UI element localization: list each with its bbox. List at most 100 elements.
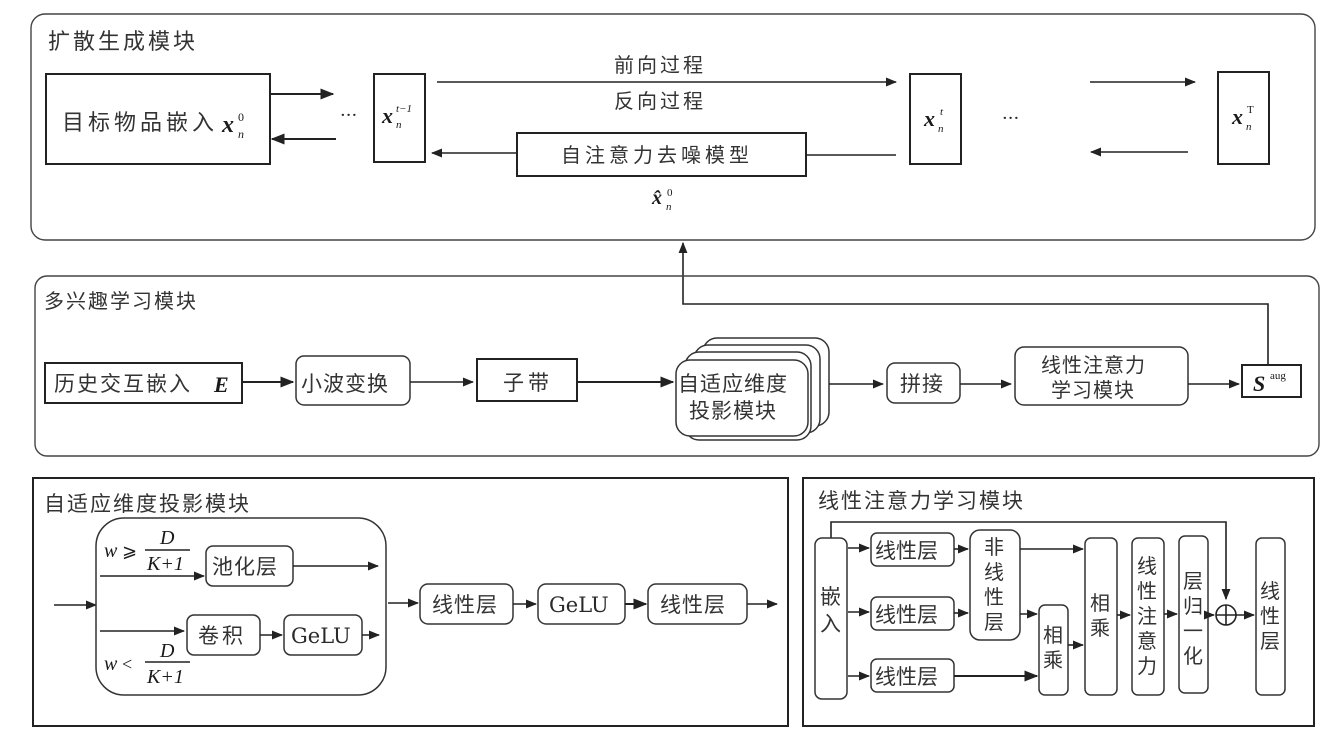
nonlinear-layer-box: 非 线 性 层 — [969, 529, 1021, 641]
svg-text:GeLU: GeLU — [291, 624, 351, 648]
reverse-process-label: 反向过程 — [614, 89, 706, 113]
target-embedding-label: 目标物品嵌入 — [62, 111, 218, 136]
svg-text:n: n — [238, 127, 244, 141]
x-T-box: x n T — [1217, 71, 1270, 165]
linear-attention-module-title: 线性注意力学习模块 — [818, 489, 1025, 513]
multi-interest-module: 多兴趣学习模块 历史交互嵌入 E 小波变换 子带 自适应维度 投影模块 — [34, 275, 1320, 457]
svg-text:0: 0 — [238, 110, 244, 124]
svg-text:T: T — [1247, 104, 1254, 116]
svg-text:t−1: t−1 — [396, 103, 412, 115]
condition-lt: w < D K+1 — [104, 640, 190, 688]
condition-ge: w ⩾ D K+1 — [104, 527, 190, 575]
svg-text:相: 相 — [1043, 623, 1063, 647]
svg-text:线性层: 线性层 — [875, 539, 938, 563]
svg-text:化: 化 — [1183, 644, 1203, 668]
x-hat-label: x̂ n 0 — [651, 187, 673, 213]
diffusion-module-title: 扩散生成模块 — [48, 30, 198, 55]
linear-attention-module-frame — [802, 477, 1315, 727]
linear-layer-a-box: 线性层 — [870, 532, 955, 567]
svg-text:性: 性 — [1137, 579, 1157, 603]
svg-text:学习模块: 学习模块 — [1051, 378, 1135, 402]
diffusion-module-frame — [30, 13, 1316, 241]
denoise-model-box: 自注意力去噪模型 — [516, 132, 807, 177]
linear-attention-module-box: 线性注意力 学习模块 — [1014, 346, 1189, 406]
svg-text:E: E — [213, 372, 229, 397]
linear-layer-b-box: 线性层 — [870, 596, 955, 631]
svg-text:层: 层 — [1183, 569, 1203, 593]
svg-text:非: 非 — [984, 535, 1004, 559]
add-icon — [1215, 604, 1237, 626]
s-aug-feedback-arrow — [678, 241, 1269, 377]
subband-box: 子带 — [476, 358, 578, 402]
svg-text:n: n — [666, 201, 672, 213]
svg-text:n: n — [396, 119, 402, 131]
svg-text:线: 线 — [1260, 579, 1280, 603]
wavelet-transform-box: 小波变换 — [295, 355, 411, 406]
svg-text:历史交互嵌入: 历史交互嵌入 — [54, 372, 192, 396]
pooling-layer-box: 池化层 — [205, 545, 294, 587]
svg-text:自注意力去噪模型: 自注意力去噪模型 — [561, 143, 753, 167]
svg-text:注: 注 — [1137, 604, 1157, 628]
svg-text:入: 入 — [820, 612, 841, 636]
svg-text:乘: 乘 — [1090, 616, 1110, 640]
linear-layer-2-box: 线性层 — [647, 583, 748, 625]
svg-text:D: D — [159, 527, 175, 549]
linear-out-box: 线 性 层 — [1255, 537, 1286, 696]
svg-text:aug: aug — [1270, 370, 1286, 382]
s-aug-box: S aug — [1241, 364, 1302, 398]
residual-connection — [830, 521, 1231, 601]
svg-text:层: 层 — [984, 610, 1004, 634]
svg-text:n: n — [938, 123, 944, 135]
svg-text:w: w — [104, 653, 118, 675]
svg-text:线性层: 线性层 — [432, 593, 498, 617]
svg-text:线: 线 — [984, 560, 1004, 584]
svg-text:D: D — [159, 640, 175, 662]
svg-text:子带: 子带 — [503, 371, 553, 395]
linear-layer-c-box: 线性层 — [870, 658, 955, 693]
multiply-big-box: 相 乘 — [1084, 537, 1118, 696]
linear-attention-box: 线 性 注 意 力 — [1131, 537, 1165, 696]
svg-text:x̂: x̂ — [651, 187, 662, 209]
x-t-box: x n t — [909, 73, 962, 165]
svg-text:拼接: 拼接 — [900, 372, 944, 396]
svg-text:线: 线 — [1137, 554, 1157, 578]
ellipsis-left: ··· — [340, 105, 357, 126]
linear-attention-module: 线性注意力学习模块 嵌 入 线性层 线性层 线性层 非 线 性 — [802, 477, 1315, 727]
adaptive-projection-module-title: 自适应维度投影模块 — [44, 492, 251, 516]
linear-layer-1-box: 线性层 — [419, 583, 514, 625]
svg-text:w: w — [104, 540, 118, 562]
svg-text:相: 相 — [1090, 591, 1110, 615]
svg-text:0: 0 — [667, 187, 673, 199]
svg-text:GeLU: GeLU — [549, 593, 609, 617]
svg-text:x: x — [381, 103, 393, 128]
svg-text:投影模块: 投影模块 — [689, 399, 777, 423]
svg-text:线性层: 线性层 — [660, 593, 726, 617]
multiply-small-box: 相 乘 — [1038, 604, 1069, 696]
svg-text:性: 性 — [1260, 604, 1280, 628]
gelu-inner-box: GeLU — [283, 614, 363, 656]
svg-text:性: 性 — [984, 585, 1004, 609]
multi-interest-module-title: 多兴趣学习模块 — [44, 289, 198, 313]
svg-text:归: 归 — [1183, 594, 1203, 618]
forward-process-label: 前向过程 — [614, 53, 706, 77]
svg-text:嵌: 嵌 — [820, 585, 841, 609]
svg-text:卷积: 卷积 — [198, 624, 246, 648]
adaptive-projection-stack: 自适应维度 投影模块 — [675, 337, 830, 441]
diffusion-module: 扩散生成模块 目标物品嵌入 x n 0 ··· x n t−1 前向过程 反向过… — [30, 13, 1316, 241]
svg-text:S: S — [1253, 371, 1265, 396]
svg-text:线性层: 线性层 — [875, 665, 938, 689]
svg-text:<: < — [122, 654, 132, 674]
conv-box: 卷积 — [186, 614, 261, 656]
ellipsis-right: ··· — [1002, 108, 1019, 129]
svg-text:自适应维度: 自适应维度 — [678, 372, 788, 396]
target-embedding-box: 目标物品嵌入 x n 0 — [45, 73, 271, 165]
adaptive-projection-module-frame — [32, 477, 789, 727]
layer-norm-box: 层 归 一 化 — [1178, 535, 1209, 694]
svg-text:x: x — [923, 106, 935, 131]
multi-interest-module-frame — [34, 275, 1320, 457]
x-t-minus-1-box: x n t−1 — [373, 73, 426, 163]
svg-text:线性注意力: 线性注意力 — [1041, 353, 1146, 377]
svg-text:线性层: 线性层 — [875, 603, 938, 627]
svg-text:乘: 乘 — [1043, 648, 1063, 672]
